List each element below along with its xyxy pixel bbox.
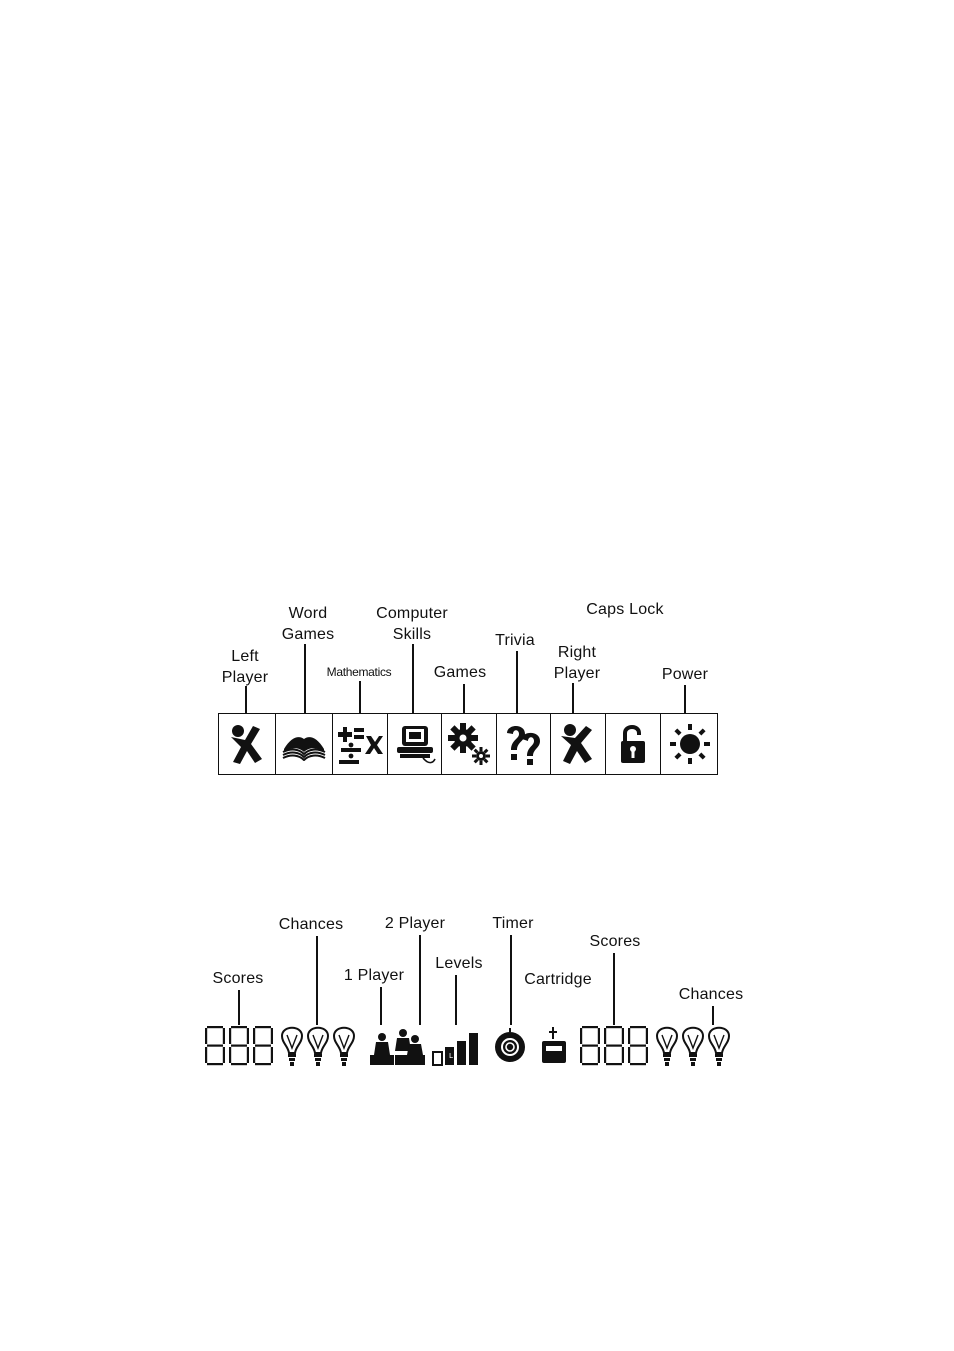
label-2-player: 2 Player <box>385 913 445 934</box>
leader-word-games <box>304 644 306 713</box>
timer-icon <box>492 1025 528 1067</box>
key-left-player[interactable] <box>219 714 276 774</box>
level-bars-icon: L <box>432 1025 480 1067</box>
score-digit <box>604 1026 624 1065</box>
running-player-icon <box>227 722 267 766</box>
leader-scores-right <box>613 953 615 1025</box>
label-trivia: Trivia <box>495 630 535 651</box>
label-scores-right: Scores <box>590 931 641 952</box>
sun-icon <box>668 722 712 766</box>
leader-chances-left <box>316 936 318 1025</box>
score-digit <box>580 1026 600 1065</box>
leader-1-player <box>380 987 382 1025</box>
left-chance-bulbs <box>279 1025 357 1067</box>
light-bulb-icon <box>334 1028 354 1066</box>
one-player-icon <box>370 1033 394 1065</box>
label-mathematics: Mathematics <box>327 664 392 680</box>
leader-timer <box>510 935 512 1025</box>
leader-2-player <box>419 935 421 1025</box>
running-player-icon <box>558 722 598 766</box>
label-left-player: Left Player <box>222 646 269 688</box>
two-player-icon <box>395 1029 425 1065</box>
light-bulb-icon <box>657 1028 677 1066</box>
leader-levels <box>455 975 457 1025</box>
player-mode-icons <box>368 1025 426 1067</box>
leader-chances-right <box>712 1006 714 1025</box>
label-right-player: Right Player <box>554 642 601 684</box>
leader-mathematics <box>359 681 361 713</box>
score-digit <box>229 1026 249 1065</box>
key-power[interactable] <box>661 714 718 774</box>
svg-text:L: L <box>449 1052 453 1060</box>
label-chances-left: Chances <box>279 914 344 935</box>
question-marks-icon <box>504 721 544 767</box>
label-timer: Timer <box>492 913 533 934</box>
label-power: Power <box>662 664 708 685</box>
cartridge-icon <box>540 1025 568 1067</box>
leader-scores-left <box>238 990 240 1025</box>
key-mathematics[interactable] <box>333 714 388 774</box>
right-score-digits <box>580 1025 650 1067</box>
label-word-games: Word Games <box>282 603 335 645</box>
light-bulb-icon <box>282 1028 302 1066</box>
key-computer-skills[interactable] <box>388 714 442 774</box>
score-digit <box>253 1026 273 1065</box>
label-scores-left: Scores <box>213 968 264 989</box>
computer-icon <box>393 721 437 767</box>
open-book-icon <box>281 727 327 761</box>
label-caps-lock: Caps Lock <box>586 599 663 620</box>
label-1-player: 1 Player <box>344 965 404 986</box>
key-trivia[interactable] <box>497 714 551 774</box>
label-computer-skills: Computer Skills <box>376 603 448 645</box>
score-digit <box>205 1026 225 1065</box>
label-chances-right: Chances <box>679 984 744 1005</box>
light-bulb-icon <box>308 1028 328 1066</box>
light-bulb-icon <box>683 1028 703 1066</box>
right-chance-bulbs <box>654 1025 734 1067</box>
left-score-digits <box>205 1025 275 1067</box>
leader-power <box>684 685 686 713</box>
label-cartridge: Cartridge <box>524 969 592 990</box>
padlock-icon <box>618 722 648 766</box>
leader-trivia <box>516 651 518 713</box>
label-games: Games <box>434 662 487 683</box>
light-bulb-icon <box>709 1028 729 1066</box>
leader-right-player <box>572 683 574 713</box>
leader-left-player <box>245 686 247 713</box>
score-digit <box>628 1026 648 1065</box>
gears-icon <box>446 721 492 767</box>
icon-keypad <box>218 713 718 775</box>
leader-games <box>463 684 465 713</box>
label-levels: Levels <box>435 953 482 974</box>
key-games[interactable] <box>442 714 497 774</box>
math-symbols-icon <box>337 722 383 766</box>
key-word-games[interactable] <box>276 714 333 774</box>
key-caps-lock[interactable] <box>606 714 661 774</box>
leader-computer-skills <box>412 644 414 713</box>
key-right-player[interactable] <box>551 714 606 774</box>
